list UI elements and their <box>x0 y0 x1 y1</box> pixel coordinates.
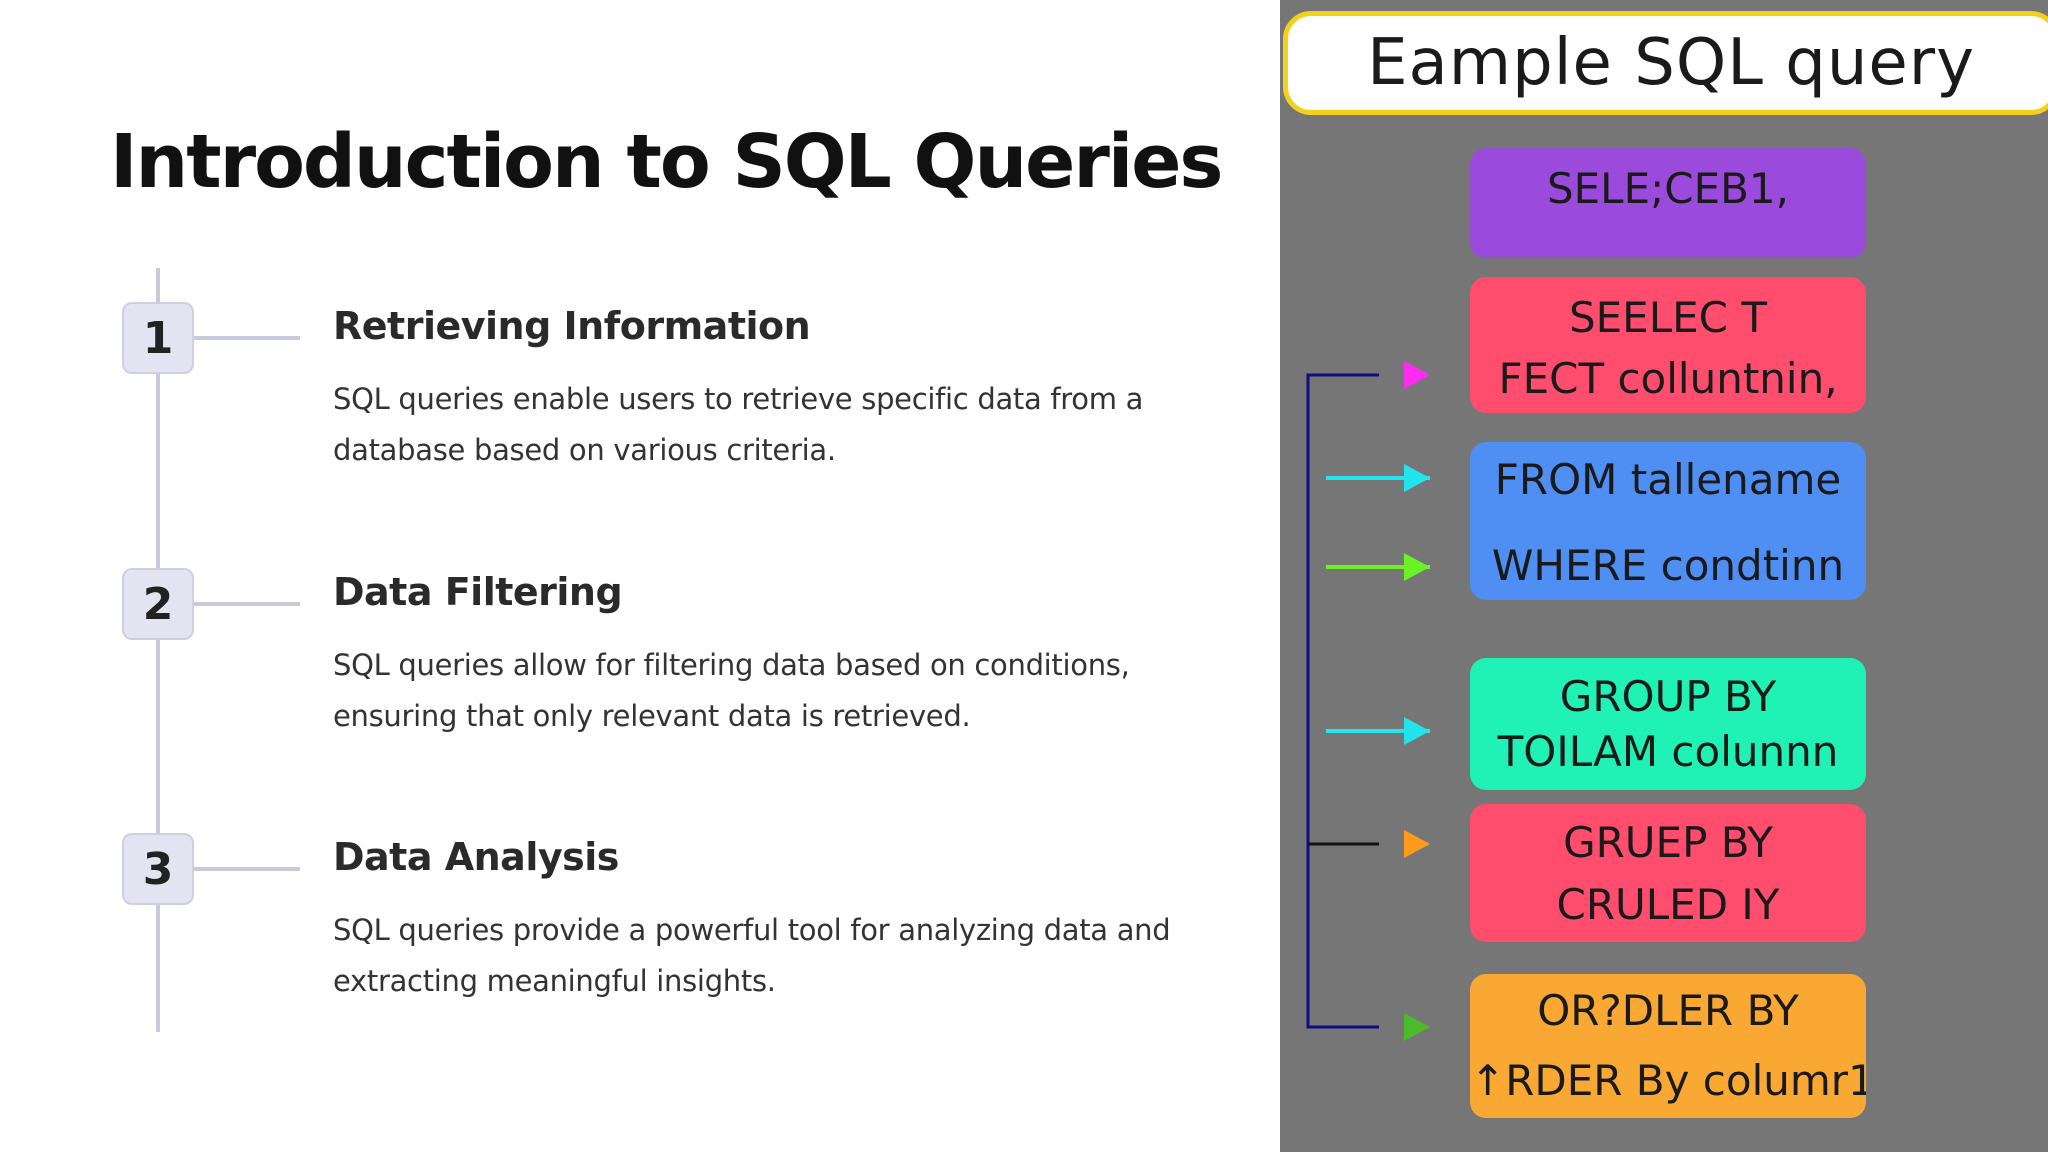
arrow-head-icon <box>1404 553 1430 581</box>
sql-block-order-by: OR?DLER BY ↑RDER By columr1 <box>1470 974 1866 1118</box>
sql-block-line: ↑RDER By columr1 <box>1470 1056 1866 1105</box>
sql-block-group-by-2: GRUEP BY CRULED IY <box>1470 804 1866 942</box>
sql-block-line: TOILAM colunnn <box>1497 727 1839 776</box>
step-connector <box>194 602 300 606</box>
arrow-head-icon <box>1404 361 1430 389</box>
step-title: Data Filtering <box>333 570 623 614</box>
sql-block-line: GRUEP BY <box>1563 818 1773 867</box>
step-title: Retrieving Information <box>333 304 811 348</box>
step-number-badge: 3 <box>122 833 194 905</box>
step-description: SQL queries allow for filtering data bas… <box>333 648 1130 733</box>
sql-block-line: FROM tallename <box>1494 455 1842 504</box>
arrow-head-icon <box>1404 830 1430 858</box>
step-connector <box>194 867 300 871</box>
sql-block-line: SELE;CEB1, <box>1546 164 1790 213</box>
step-title: Data Analysis <box>333 835 619 879</box>
sql-block-line: FECT colluntnin, <box>1498 354 1838 403</box>
slide-content: Introduction to SQL Queries 1 Retrieving… <box>110 119 1224 1032</box>
step-number-badge: 1 <box>122 302 194 374</box>
sql-block-select-columns: SEELEC T FECT colluntnin, <box>1470 277 1866 413</box>
sql-example-panel: Eample SQL query SELE;CEB1, SEELEC T FEC… <box>1280 0 2048 1152</box>
step-connector <box>194 336 300 340</box>
sql-block-line: SEELEC T <box>1568 293 1767 342</box>
panel-header: Eample SQL query <box>1283 11 2048 115</box>
sql-block-from-where: FROM tallename WHERE condtinn <box>1470 442 1866 600</box>
sql-block-select: SELE;CEB1, <box>1470 148 1866 258</box>
step-description: SQL queries enable users to retrieve spe… <box>333 382 1144 467</box>
sql-block-line: GROUP BY <box>1559 672 1777 721</box>
slide-title: Introduction to SQL Queries <box>110 119 1223 205</box>
sql-block-group-by: GROUP BY TOILAM colunnn <box>1470 658 1866 790</box>
arrow-head-icon <box>1404 717 1430 745</box>
flow-arrows <box>1306 361 1430 1041</box>
sql-block-line: CRULED IY <box>1556 880 1780 929</box>
timeline-line <box>156 268 160 1032</box>
sql-block-line: WHERE condtinn <box>1491 541 1845 590</box>
step-description: SQL queries provide a powerful tool for … <box>333 913 1171 998</box>
arrow-head-icon <box>1404 464 1430 492</box>
step-number-badge: 2 <box>122 568 194 640</box>
flow-bracket-line <box>1306 373 1379 1029</box>
sql-block-line: OR?DLER BY <box>1537 986 1799 1035</box>
arrow-head-icon <box>1404 1013 1430 1041</box>
